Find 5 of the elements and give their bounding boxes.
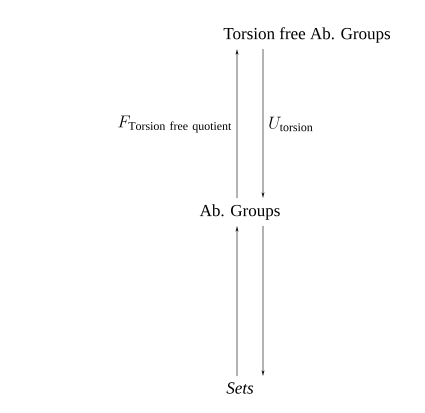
- edge-label: $U_{\mathrm{torsion}}$: [269, 116, 313, 132]
- object-label: Ab. Groups: [200, 204, 280, 220]
- edge-label: $F_{\mathrm{Torsion\ free\ quotient}}$: [118, 116, 232, 132]
- object-label: Torsion free Ab. Groups: [224, 27, 390, 43]
- object-label: Sets: [226, 382, 254, 394]
